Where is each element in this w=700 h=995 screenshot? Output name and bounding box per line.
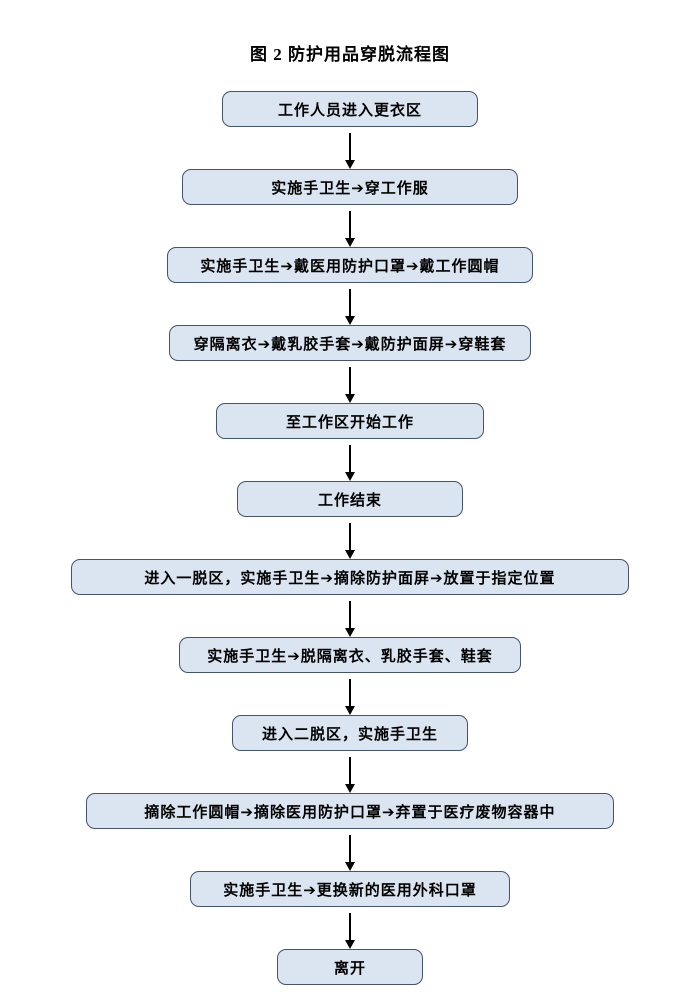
down-arrow-icon [349, 913, 351, 941]
flowchart-node: 进入二脱区，实施手卫生 [232, 715, 468, 751]
flowchart-node: 工作人员进入更衣区 [222, 91, 478, 127]
flowchart: 工作人员进入更衣区 实施手卫生➔穿工作服 实施手卫生➔戴医用防护口罩➔戴工作圆帽… [71, 91, 629, 985]
down-arrow-icon [349, 133, 351, 161]
flowchart-node: 穿隔离衣➔戴乳胶手套➔戴防护面屏➔穿鞋套 [169, 325, 531, 361]
flowchart-node: 实施手卫生➔脱隔离衣、乳胶手套、鞋套 [179, 637, 521, 673]
down-arrow-icon [349, 601, 351, 629]
down-arrow-icon [349, 289, 351, 317]
flowchart-node: 摘除工作圆帽➔摘除医用防护口罩➔弃置于医疗废物容器中 [86, 793, 614, 829]
diagram-title: 图 2 防护用品穿脱流程图 [250, 45, 450, 64]
flowchart-node: 实施手卫生➔更换新的医用外科口罩 [190, 871, 510, 907]
down-arrow-icon [349, 757, 351, 785]
flowchart-node: 实施手卫生➔戴医用防护口罩➔戴工作圆帽 [167, 247, 533, 283]
flowchart-node: 实施手卫生➔穿工作服 [182, 169, 518, 205]
down-arrow-icon [349, 445, 351, 473]
flowchart-node: 离开 [277, 949, 423, 985]
flowchart-node: 进入一脱区，实施手卫生➔摘除防护面屏➔放置于指定位置 [71, 559, 629, 595]
down-arrow-icon [349, 367, 351, 395]
down-arrow-icon [349, 835, 351, 863]
flowchart-node: 工作结束 [237, 481, 463, 517]
flowchart-node: 至工作区开始工作 [216, 403, 484, 439]
down-arrow-icon [349, 679, 351, 707]
down-arrow-icon [349, 523, 351, 551]
down-arrow-icon [349, 211, 351, 239]
